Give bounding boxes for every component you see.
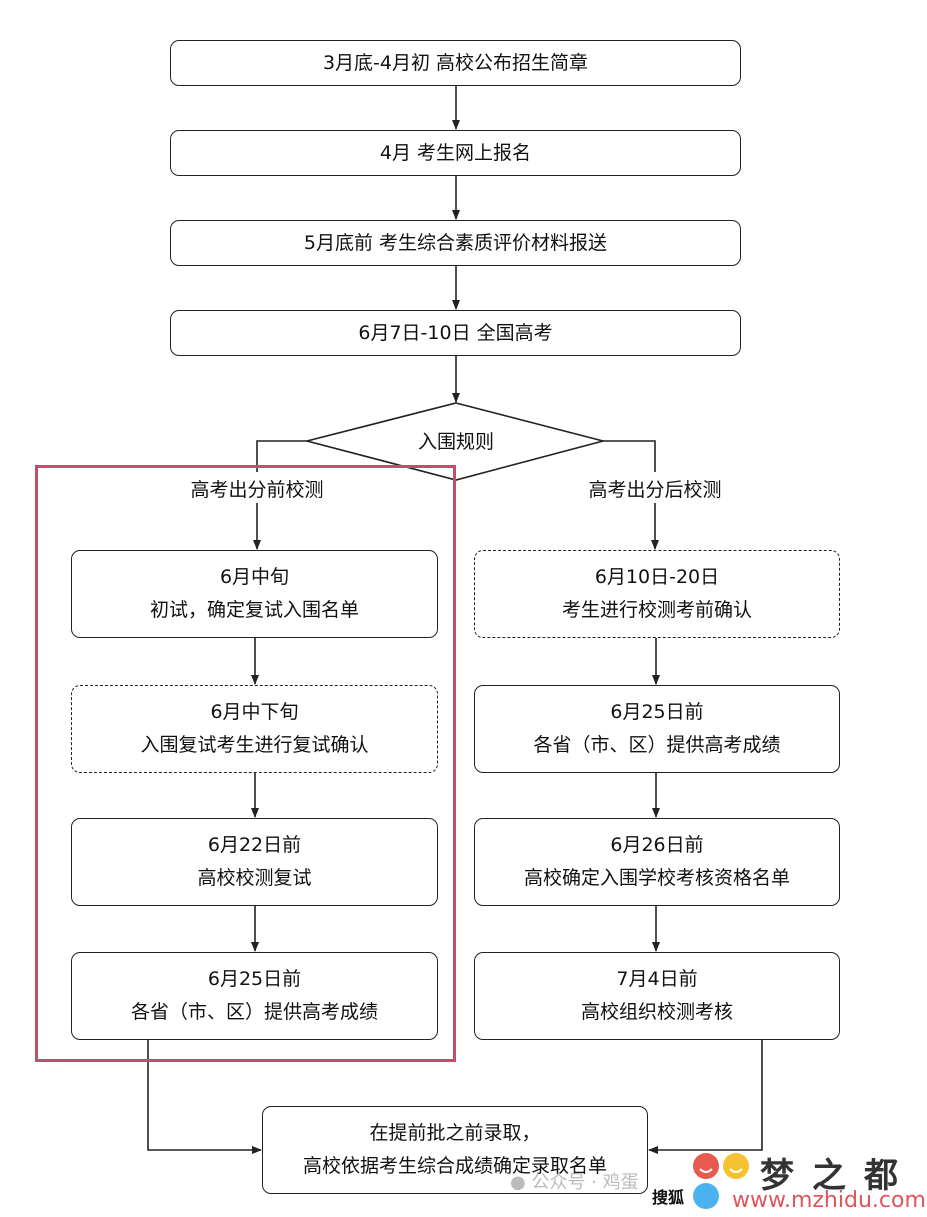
left-step-2: 6月中下旬入围复试考生进行复试确认 [71, 685, 438, 773]
step-date: 6月25日前 [207, 968, 302, 990]
wechat-watermark: ● 公众号 · 鸡蛋 [510, 1168, 639, 1194]
left-step-3: 6月22日前高校校测复试 [71, 818, 438, 906]
site-logo: 梦之都 www.mzhidu.com [690, 1148, 927, 1217]
step-text: 高校组织校测考核 [580, 1001, 733, 1023]
step-date: 7月4日前 [616, 968, 698, 990]
step-registration: 4月 考生网上报名 [170, 130, 741, 176]
step-text: 4月 考生网上报名 [379, 141, 532, 164]
step-text: 高校确定入围学校考核资格名单 [523, 867, 790, 889]
step-text: 各省（市、区）提供高考成绩 [533, 734, 781, 756]
step-date: 6月25日前 [610, 701, 704, 723]
step-date: 6月10日-20日 [594, 566, 720, 588]
logo-url: www.mzhidu.com [732, 1188, 926, 1213]
step-text: 高校校测复试 [197, 867, 312, 889]
step-date: 6月中下旬 [210, 701, 299, 723]
step-text: 各省（市、区）提供高考成绩 [130, 1001, 378, 1023]
decision-diamond [303, 402, 607, 481]
step-text: 考生进行校测考前确认 [561, 599, 752, 621]
step-text: 5月底前 考生综合素质评价材料报送 [303, 231, 608, 254]
left-step-1: 6月中旬初试，确定复试入围名单 [71, 550, 438, 638]
highlight-frame [35, 465, 456, 1062]
right-step-3: 6月26日前高校确定入围学校考核资格名单 [474, 818, 840, 906]
step-text: 3月底-4月初 高校公布招生简章 [322, 51, 589, 74]
decision-label: 入围规则 [417, 431, 495, 453]
right-branch-label: 高考出分后校测 [584, 475, 726, 502]
logo-name: 梦之都 [760, 1156, 916, 1196]
final-step-admission: 在提前批之前录取， 高校依据考生综合成绩确定录取名单 [262, 1106, 648, 1194]
step-text: 入围复试考生进行复试确认 [140, 734, 369, 756]
right-step-1: 6月10日-20日考生进行校测考前确认 [474, 550, 840, 638]
step-gaokao: 6月7日-10日 全国高考 [170, 310, 741, 356]
step-date: 6月中旬 [219, 566, 290, 588]
sohu-watermark: 搜狐 [652, 1188, 685, 1207]
left-step-4: 6月25日前各省（市、区）提供高考成绩 [71, 952, 438, 1040]
step-date: 6月26日前 [610, 834, 704, 856]
step-brochure: 3月底-4月初 高校公布招生简章 [170, 40, 741, 86]
step-materials: 5月底前 考生综合素质评价材料报送 [170, 220, 741, 266]
left-branch-label: 高考出分前校测 [186, 475, 328, 502]
step-date: 6月22日前 [207, 834, 302, 856]
right-step-2: 6月25日前各省（市、区）提供高考成绩 [474, 685, 840, 773]
watermark-text: 公众号 · 鸡蛋 [531, 1172, 639, 1193]
step-text: 在提前批之前录取， [369, 1122, 541, 1144]
step-text: 初试，确定复试入围名单 [149, 599, 359, 621]
step-text: 6月7日-10日 全国高考 [358, 321, 553, 344]
step-text: 高校依据考生综合成绩确定录取名单 [302, 1155, 607, 1177]
right-step-4: 7月4日前高校组织校测考核 [474, 952, 840, 1040]
wechat-icon: ● [510, 1172, 526, 1193]
smiley-faces-icon [693, 1153, 749, 1209]
